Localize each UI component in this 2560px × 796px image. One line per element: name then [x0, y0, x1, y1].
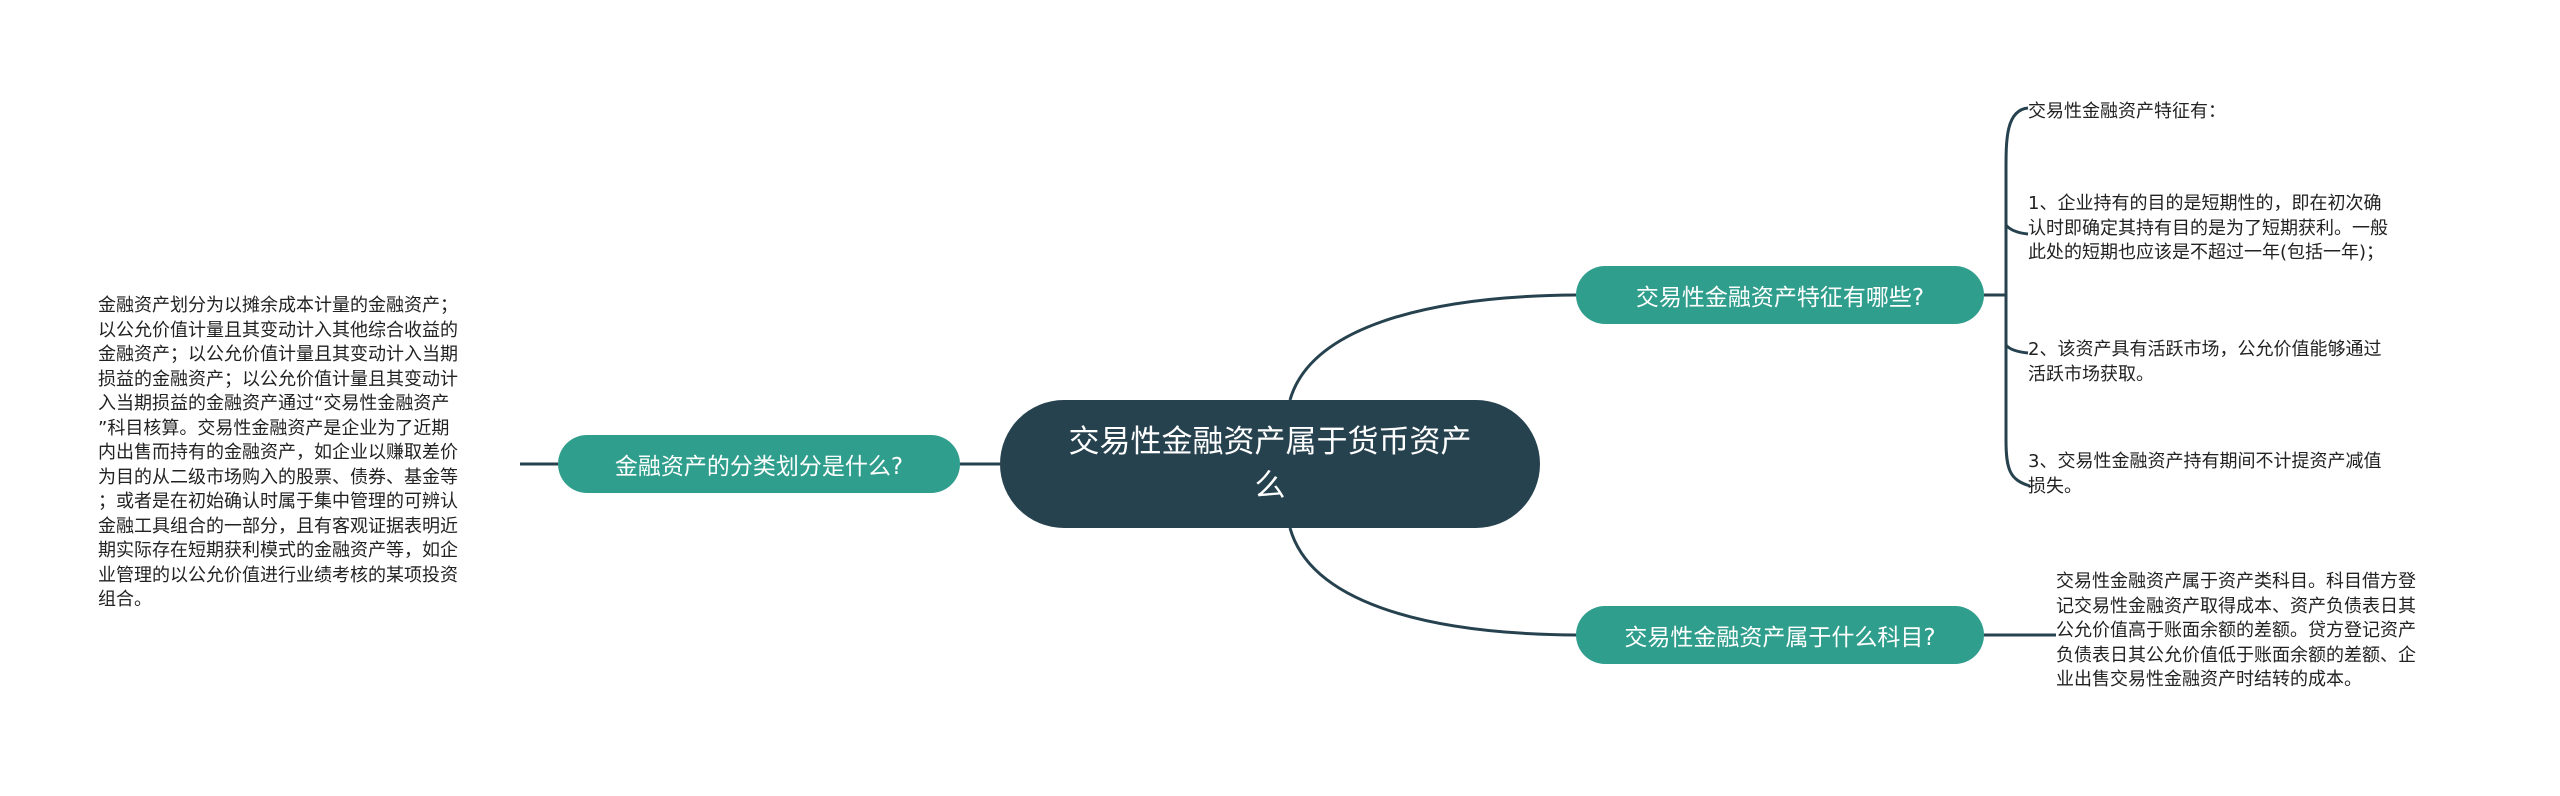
bracket-features [2004, 106, 2031, 488]
bracket-tick-f1 [2004, 223, 2029, 236]
leaf-classification-detail: 金融资产划分为以摊余成本计量的金融资产； 以公允价值计量且其变动计入其他综合收益… [98, 295, 458, 610]
bracket-tick-f2 [2004, 343, 2029, 355]
central-topic-label: 交易性金融资产属于货币资产么 [1068, 424, 1472, 504]
branch-account-label: 交易性金融资产属于什么科目? [1624, 625, 1936, 651]
central-topic[interactable]: 交易性金融资产属于货币资产么 [1000, 400, 1540, 528]
branch-features-label: 交易性金融资产特征有哪些? [1635, 285, 1925, 311]
branch-classification[interactable]: 金融资产的分类划分是什么? [558, 435, 960, 493]
leaf-feature-2: 2、该资产具有活跃市场，公允价值能够通过 活跃市场获取。 [2028, 339, 2382, 385]
leaf-feature-3: 3、交易性金融资产持有期间不计提资产减值 损失。 [2028, 451, 2382, 497]
leaf-account-detail: 交易性金融资产属于资产类科目。科目借方登 记交易性金融资产取得成本、资产负债表日… [2056, 571, 2416, 690]
link-root-right-top [1288, 293, 1577, 401]
leaf-features-intro: 交易性金融资产特征有： [2028, 101, 2226, 122]
branch-classification-label: 金融资产的分类划分是什么? [614, 454, 904, 480]
branch-account[interactable]: 交易性金融资产属于什么科目? [1576, 606, 1984, 664]
branch-features[interactable]: 交易性金融资产特征有哪些? [1576, 266, 1984, 324]
link-root-right-bottom [1288, 527, 1577, 637]
leaf-feature-1: 1、企业持有的目的是短期性的，即在初次确 认时即确定其持有目的是为了短期获利。一… [2028, 193, 2388, 263]
